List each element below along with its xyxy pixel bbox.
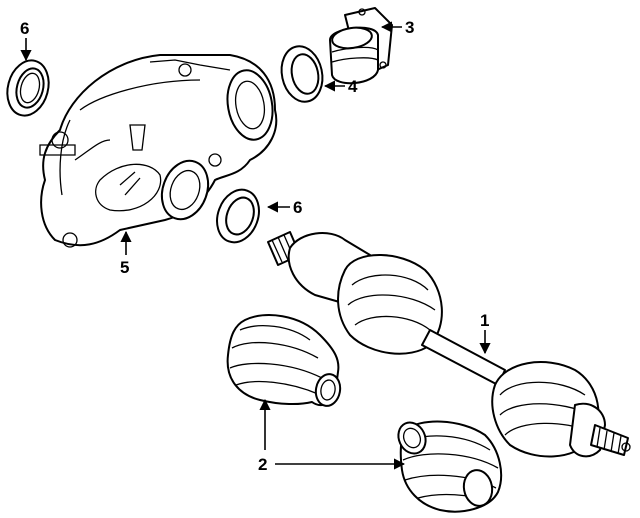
seal-ring-upper-left [6, 59, 50, 117]
cv-boot-left [226, 314, 342, 407]
seal-ring-middle [216, 188, 260, 244]
callout-1: 1 [480, 311, 489, 330]
axle-shaft-assembly [267, 231, 631, 458]
callout-2: 2 [258, 455, 267, 474]
differential-housing [39, 54, 278, 248]
cv-boot-right [397, 420, 503, 513]
leader-lines [20, 21, 491, 470]
callout-6a: 6 [20, 19, 29, 38]
callout-6b: 6 [293, 198, 302, 217]
seal-ring-4 [280, 45, 324, 103]
callout-labels: 6 3 4 6 5 1 2 [20, 18, 489, 474]
flange-boot [329, 7, 393, 85]
callout-3: 3 [405, 18, 414, 37]
callout-4: 4 [348, 77, 358, 96]
callout-5: 5 [120, 258, 129, 277]
